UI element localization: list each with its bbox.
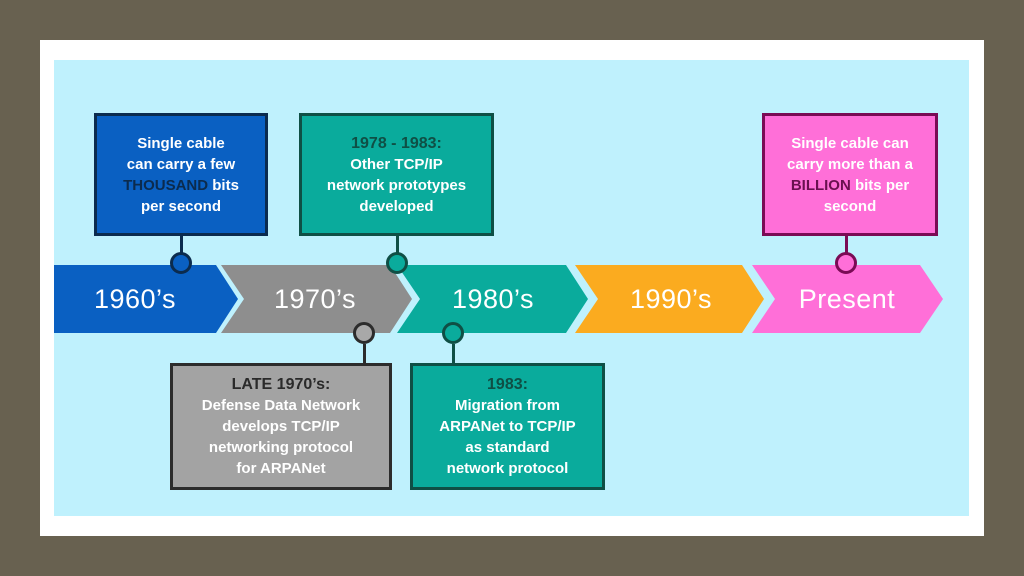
- era-label: 1970’s: [273, 283, 357, 314]
- connector-dot: [835, 252, 857, 274]
- era-label: 1990’s: [629, 283, 713, 314]
- event-box-present: Single cable can carry more than a BILLI…: [762, 113, 938, 236]
- era-label: 1980’s: [451, 283, 535, 314]
- event-text: BILLION bits per: [790, 176, 910, 194]
- event-text: Single cable can: [791, 134, 909, 152]
- connector-stem: [363, 344, 366, 364]
- era-present: Present: [772, 265, 922, 333]
- event-text: can carry a few: [126, 155, 236, 173]
- event-text: second: [823, 197, 877, 215]
- event-text: Migration from: [455, 397, 560, 414]
- event-box-1983: 1983: Migration from ARPANet to TCP/IP a…: [410, 363, 605, 490]
- highlight-thousand: THOUSAND: [123, 176, 209, 194]
- event-heading: 1978 - 1983:: [351, 134, 442, 152]
- arrow-shape-1980s: [397, 265, 588, 333]
- era-1970s: 1970’s: [240, 265, 390, 333]
- event-text: developed: [359, 197, 434, 215]
- event-text: as standard: [465, 439, 550, 456]
- event-text: Other TCP/IP: [350, 155, 443, 173]
- event-box-1960s: Single cable can carry a few THOUSAND bi…: [94, 113, 268, 236]
- event-text: network prototypes: [326, 176, 467, 194]
- era-label: Present: [798, 283, 896, 314]
- era-1990s: 1990’s: [596, 265, 746, 333]
- event-text: Defense Data Network: [201, 397, 361, 414]
- event-text: carry more than a: [787, 155, 913, 173]
- era-label: 1960’s: [93, 283, 177, 314]
- era-1960s: 1960’s: [60, 265, 210, 333]
- event-text: network protocol: [446, 460, 569, 477]
- event-box-late-1970s: LATE 1970’s: Defense Data Network develo…: [170, 363, 392, 490]
- connector-stem: [452, 344, 455, 364]
- connector-dot: [386, 252, 408, 274]
- arrow-shape-1990s: [575, 265, 764, 333]
- connector-stem: [845, 236, 848, 254]
- connector-dot: [442, 322, 464, 344]
- connector-stem: [396, 236, 399, 254]
- era-1980s: 1980’s: [418, 265, 568, 333]
- event-text: for ARPANet: [236, 460, 326, 477]
- event-text: THOUSAND bits: [123, 176, 239, 194]
- connector-stem: [180, 236, 183, 254]
- event-text: ARPANet to TCP/IP: [439, 418, 576, 435]
- event-box-1978-1983: 1978 - 1983: Other TCP/IP network protot…: [299, 113, 494, 236]
- event-text: develops TCP/IP: [222, 418, 340, 435]
- event-text: per second: [140, 197, 222, 215]
- arrow-shape-present: [752, 265, 943, 333]
- event-heading: 1983:: [487, 376, 528, 393]
- event-heading: LATE 1970’s:: [231, 376, 331, 393]
- connector-dot: [170, 252, 192, 274]
- arrow-shape-1970s: [221, 265, 412, 333]
- event-text: Single cable: [137, 134, 225, 152]
- event-text: networking protocol: [208, 439, 354, 456]
- connector-dot: [353, 322, 375, 344]
- arrow-shape-1960s: [54, 265, 238, 333]
- highlight-billion: BILLION: [790, 176, 851, 194]
